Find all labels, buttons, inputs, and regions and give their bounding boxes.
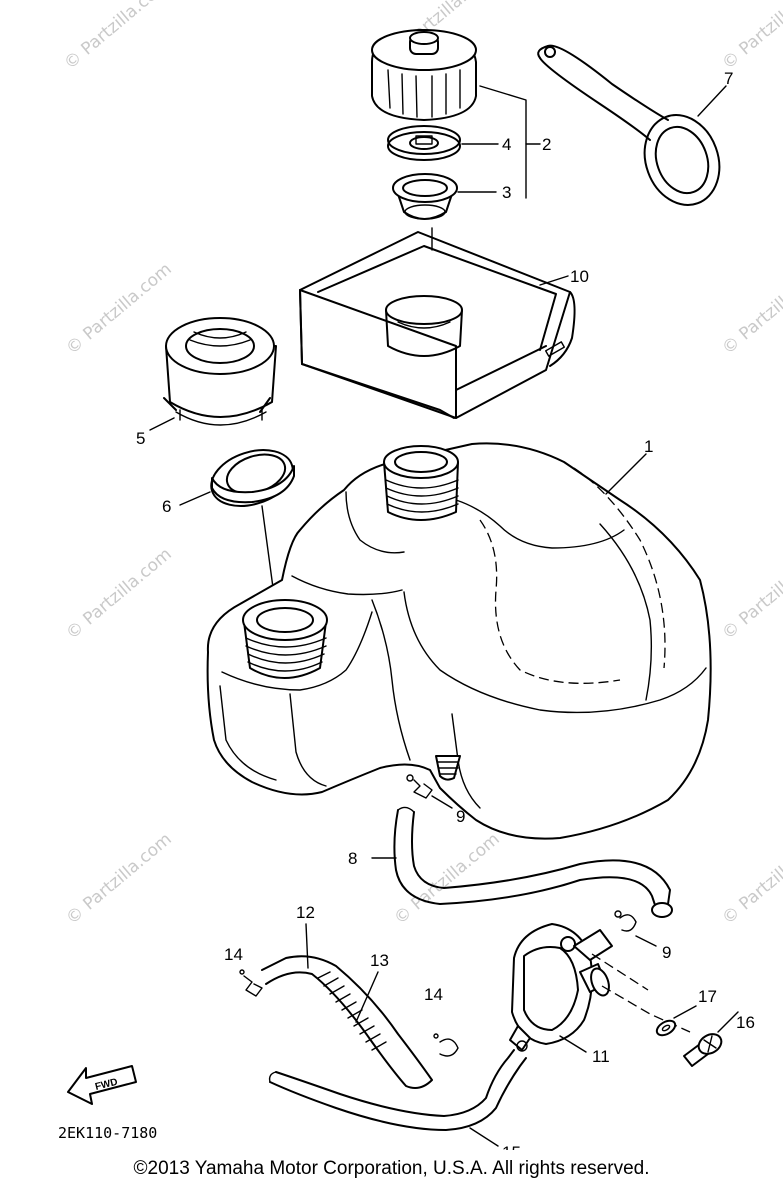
watermark: © Partzilla.com xyxy=(62,544,175,644)
screw xyxy=(683,1011,739,1067)
watermark: © Partzilla.com xyxy=(718,829,783,929)
tank-cover-tray xyxy=(299,231,576,419)
callout-3: 3 xyxy=(502,183,511,202)
watermark: © Partzilla.com xyxy=(718,259,783,359)
callout-4: 4 xyxy=(502,135,511,154)
watermark: © Partzilla.com xyxy=(62,829,175,929)
copyright-notice: ©2013 Yamaha Motor Corporation, U.S.A. A… xyxy=(133,1158,650,1179)
washer xyxy=(655,1005,697,1037)
callout-9: 9 xyxy=(456,807,465,826)
cap-nut xyxy=(149,317,277,431)
callout-2: 2 xyxy=(542,135,551,154)
forward-direction-arrow: FWD xyxy=(67,1065,137,1105)
cap-callout-leaders xyxy=(457,85,541,199)
callout-5: 5 xyxy=(136,429,145,448)
watermark: © Partzilla.com xyxy=(390,829,503,929)
watermark: © Partzilla.com xyxy=(718,544,783,644)
fuel-cock xyxy=(509,923,691,1053)
filler-collar xyxy=(392,173,458,220)
callout-16: 16 xyxy=(736,1013,755,1032)
breather-hose xyxy=(371,806,673,918)
callout-8: 8 xyxy=(348,849,357,868)
hose-clip-right xyxy=(433,1033,459,1057)
seal-ring xyxy=(179,449,295,507)
tank-strap xyxy=(537,44,727,206)
callout-10: 10 xyxy=(570,267,589,286)
fuel-tank xyxy=(206,442,712,840)
fuel-cap xyxy=(371,29,477,121)
watermark: © Partzilla.com xyxy=(62,259,175,359)
hose-clip-upper xyxy=(406,774,453,809)
callout-12: 12 xyxy=(296,903,315,922)
fuel-hose-short xyxy=(261,923,433,1089)
callout-7: 7 xyxy=(724,69,733,88)
callout-13: 13 xyxy=(370,951,389,970)
fuel-tank-parts-diagram: © Partzilla.com © Partzilla.com © Partzi… xyxy=(58,0,783,1150)
callout-15: 15 xyxy=(502,1143,521,1150)
cap-gasket xyxy=(387,125,461,161)
callout-labels: 1 2 3 4 5 6 7 8 9 9 10 11 12 13 14 14 15… xyxy=(136,69,755,1150)
callout-14: 14 xyxy=(224,945,243,964)
hose-clip-left xyxy=(239,969,263,997)
watermark: © Partzilla.com xyxy=(60,0,173,74)
callout-11: 11 xyxy=(592,1047,610,1066)
callout-1: 1 xyxy=(644,437,653,456)
watermark: © Partzilla.com xyxy=(718,0,783,74)
callout-9: 9 xyxy=(662,943,671,962)
diagram-code: 2EK110-7180 xyxy=(58,1124,157,1142)
fuel-hose-long xyxy=(268,1049,527,1147)
hose-clip-lower xyxy=(614,910,657,947)
callout-17: 17 xyxy=(698,987,717,1006)
callout-6: 6 xyxy=(162,497,171,516)
callout-14: 14 xyxy=(424,985,443,1004)
fwd-label: FWD xyxy=(94,1077,119,1093)
